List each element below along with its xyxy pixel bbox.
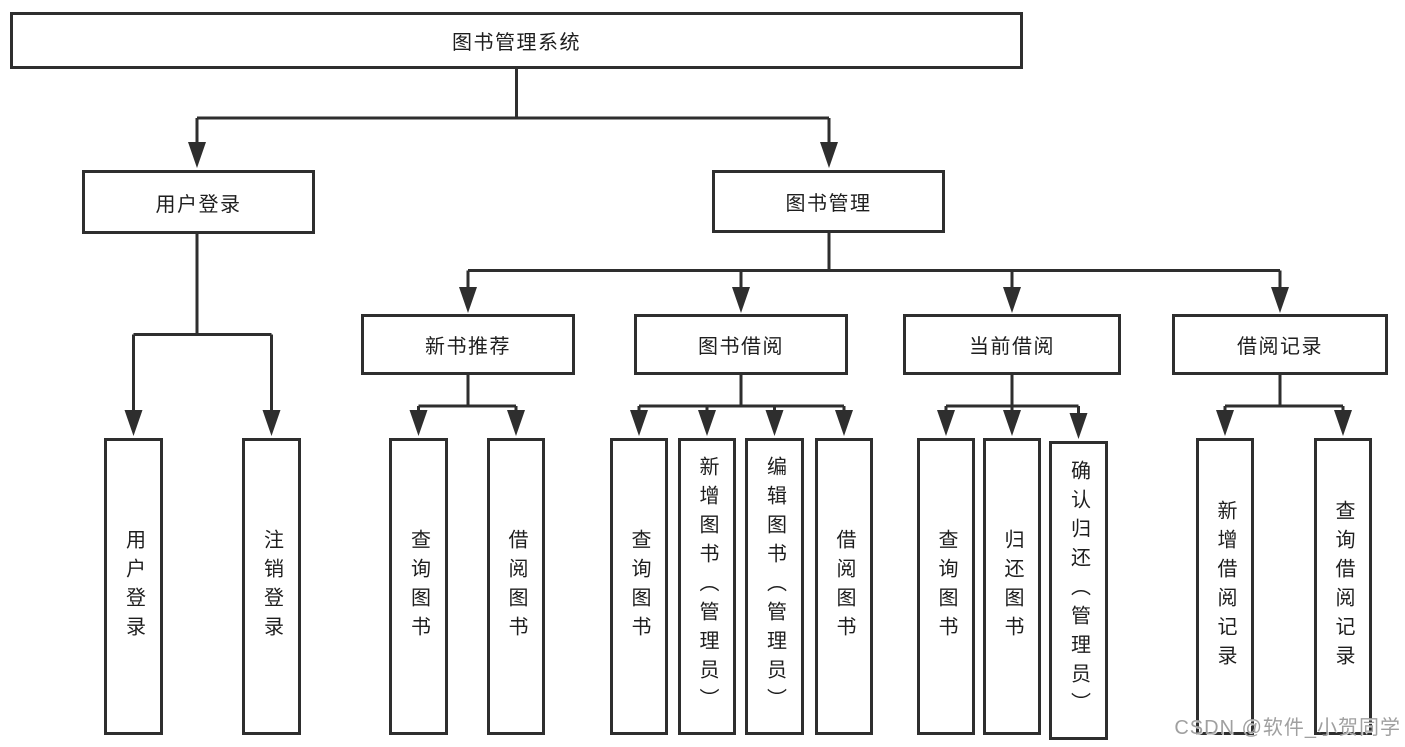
leaf-add-borrow-record: 新增借阅记录: [1196, 438, 1254, 735]
watermark-text: CSDN @软件_小贺同学: [1174, 717, 1401, 739]
leaf-query-books-3-label: 查询图书: [935, 528, 957, 645]
leaf-add-book-admin-label: 新增图书（管理员）: [696, 456, 718, 717]
node-root-label: 图书管理系统: [452, 32, 581, 54]
leaf-logout: 注销登录: [242, 438, 301, 735]
leaf-borrow-books-1: 借阅图书: [487, 438, 545, 735]
leaf-return-books-label: 归还图书: [1001, 528, 1023, 645]
leaf-query-books-3: 查询图书: [917, 438, 975, 735]
leaf-logout-label: 注销登录: [260, 528, 283, 645]
leaf-confirm-return-admin: 确认归还（管理员）: [1049, 441, 1108, 740]
node-current-borrow-label: 当前借阅: [969, 336, 1055, 358]
leaf-query-borrow-record-label: 查询借阅记录: [1332, 499, 1354, 674]
leaf-query-books-2-label: 查询图书: [628, 528, 650, 645]
node-book-borrow-label: 图书借阅: [698, 336, 784, 358]
leaf-borrow-books-1-label: 借阅图书: [505, 528, 527, 645]
node-borrow-records-label: 借阅记录: [1237, 336, 1323, 358]
leaf-user-login-label: 用户登录: [122, 528, 145, 645]
leaf-add-book-admin: 新增图书（管理员）: [678, 438, 736, 735]
leaf-add-borrow-record-label: 新增借阅记录: [1214, 499, 1236, 674]
leaf-return-books: 归还图书: [983, 438, 1041, 735]
leaf-edit-book-admin: 编辑图书（管理员）: [745, 438, 804, 735]
node-user-login: 用户登录: [82, 170, 315, 234]
leaf-query-books-2: 查询图书: [610, 438, 668, 735]
leaf-borrow-books-2-label: 借阅图书: [833, 528, 855, 645]
node-book-borrow: 图书借阅: [634, 314, 848, 375]
leaf-query-borrow-record: 查询借阅记录: [1314, 438, 1372, 735]
node-user-login-label: 用户登录: [155, 193, 242, 216]
leaf-borrow-books-2: 借阅图书: [815, 438, 873, 735]
node-current-borrow: 当前借阅: [903, 314, 1121, 375]
leaf-edit-book-admin-label: 编辑图书（管理员）: [763, 456, 786, 717]
node-root: 图书管理系统: [10, 12, 1023, 69]
node-borrow-records: 借阅记录: [1172, 314, 1388, 375]
node-book-management-label: 图书管理: [785, 193, 872, 215]
leaf-query-books-1: 查询图书: [389, 438, 448, 735]
node-new-book-recommend-label: 新书推荐: [425, 336, 511, 358]
node-book-management: 图书管理: [712, 170, 945, 233]
leaf-query-books-1-label: 查询图书: [407, 528, 430, 645]
leaf-confirm-return-admin-label: 确认归还（管理员）: [1067, 460, 1090, 721]
node-new-book-recommend: 新书推荐: [361, 314, 575, 375]
leaf-user-login: 用户登录: [104, 438, 163, 735]
